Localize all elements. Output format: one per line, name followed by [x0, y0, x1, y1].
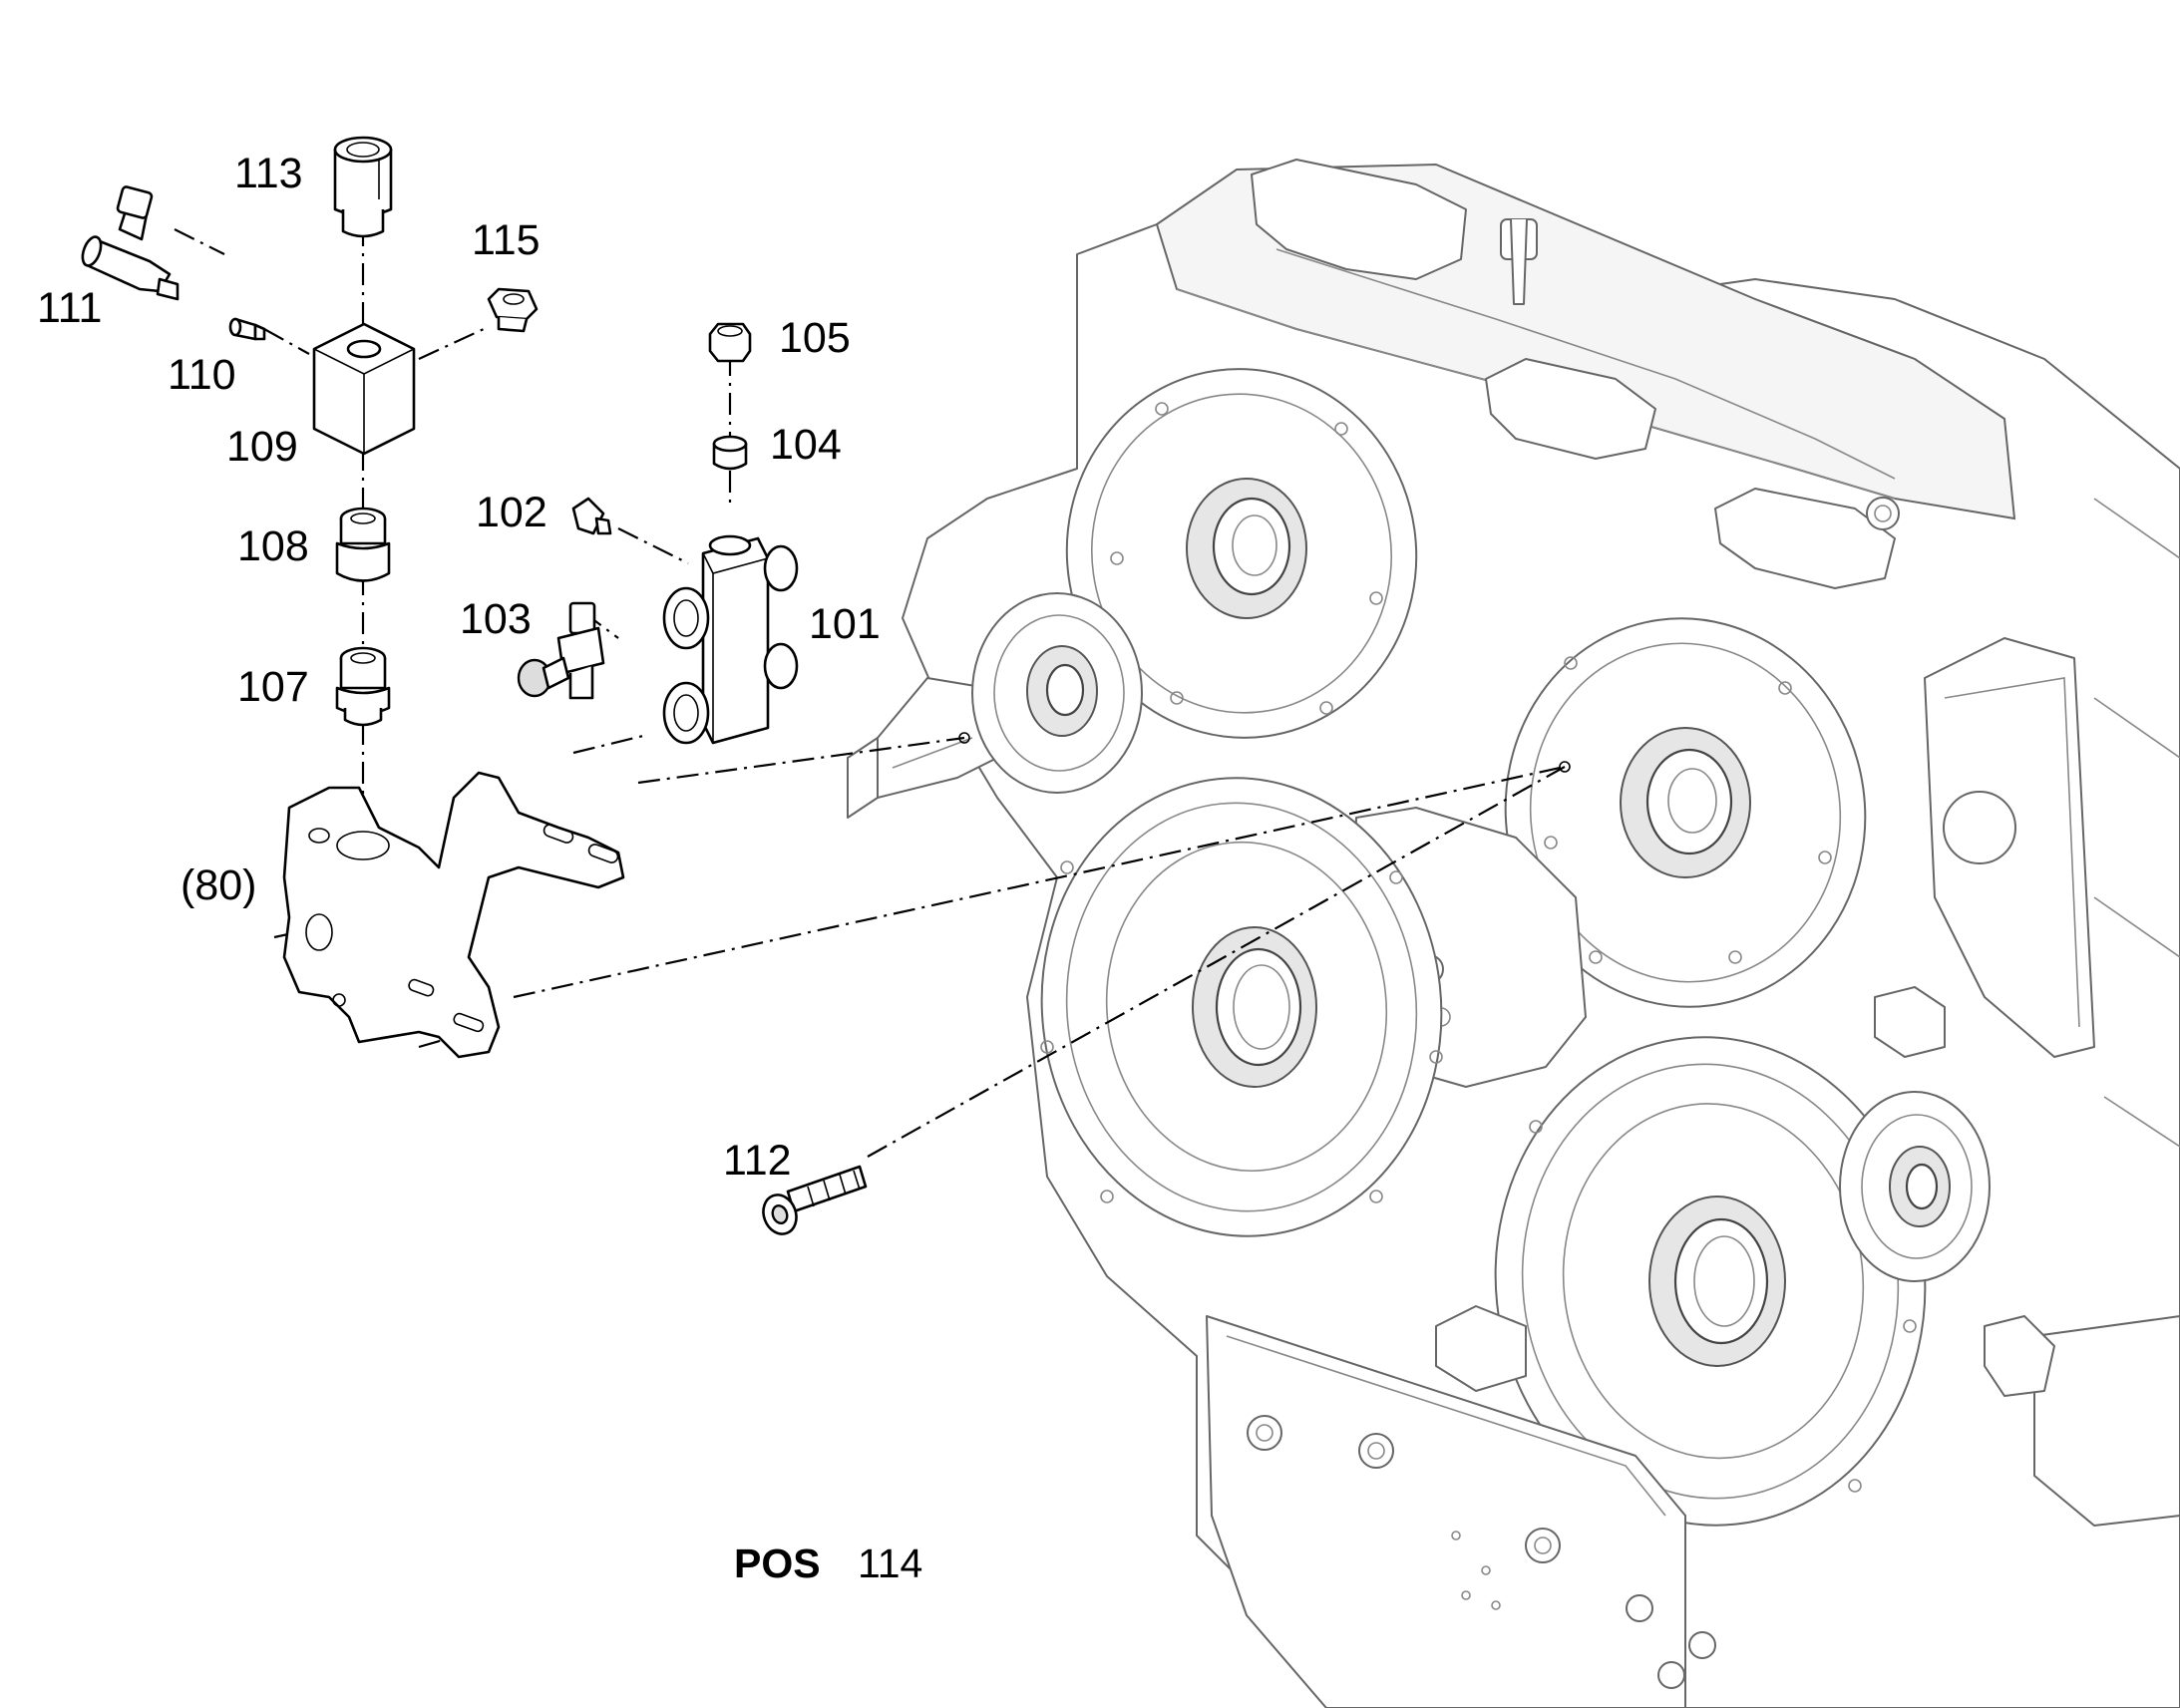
part-111-tee-valve [81, 185, 180, 301]
callout-112: 113 [234, 150, 303, 197]
part-108-fitting [335, 507, 391, 582]
part-110-fitting [228, 317, 266, 341]
part-101-manifold [662, 534, 799, 745]
top-right-plug [1866, 497, 1900, 530]
part-80-bracket [282, 771, 625, 1059]
part-105-nut [708, 322, 752, 363]
part-104-cap [712, 435, 748, 471]
callout-113: 115 [472, 216, 541, 264]
callout-109: 109 [226, 423, 298, 471]
part-115-screw [762, 1165, 868, 1235]
callout-101: 101 [809, 600, 881, 648]
part-102-elbow [571, 497, 612, 535]
part-103-tee-valve [517, 601, 605, 700]
bore-small-right [1839, 1091, 1991, 1282]
bore-lower-right [1494, 1036, 1927, 1527]
pos-value: 114 [858, 1540, 922, 1586]
callout-104: 104 [770, 421, 842, 469]
callout-115: 112 [723, 1137, 792, 1185]
bore-upper-left [1065, 368, 1418, 739]
callout-105: 105 [779, 314, 851, 362]
bore-lower-left [1040, 777, 1443, 1237]
callout-107: 107 [237, 663, 309, 711]
breather-fitting [1500, 218, 1538, 305]
callout-110: 110 [168, 351, 236, 399]
part-113-plug [487, 287, 539, 333]
callout-111: 111 [37, 284, 102, 332]
part-109-valve-block [312, 322, 416, 456]
oil-pan [1206, 1315, 1716, 1708]
part-107-fitting [335, 646, 391, 727]
callout-103: 103 [460, 595, 532, 643]
bore-small-left [971, 592, 1143, 794]
callout-80: (80) [181, 861, 256, 909]
gearbox-housing [847, 159, 2180, 1708]
bore-middle-right [1504, 617, 1867, 1008]
part-112-pressure-switch [333, 136, 393, 238]
callout-102: 102 [476, 489, 547, 536]
callout-108: 108 [237, 522, 309, 570]
pos-label: POS [734, 1540, 821, 1586]
